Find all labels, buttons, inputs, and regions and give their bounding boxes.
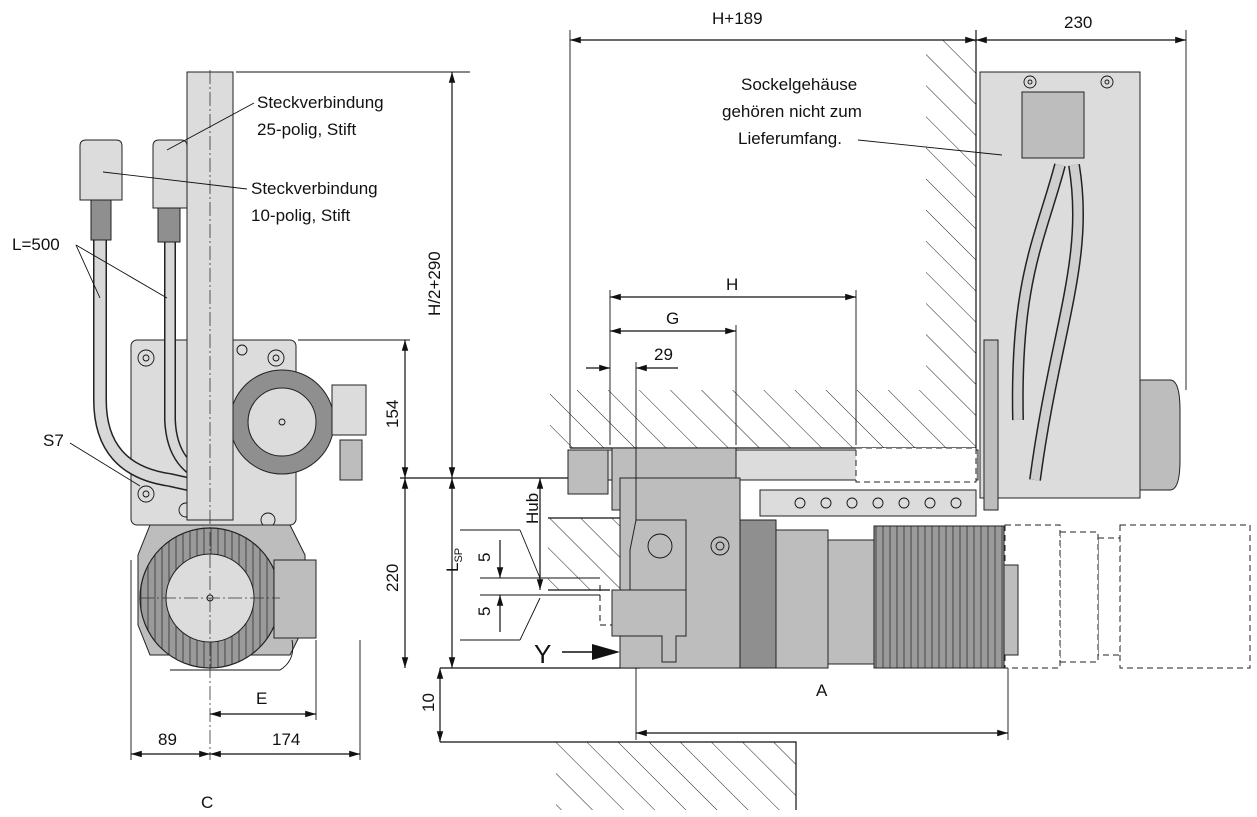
dim-h: H <box>726 275 738 294</box>
connector-10-pin <box>79 139 123 201</box>
connector-10-label-2: 10-polig, Stift <box>251 206 350 225</box>
note-line-3: Lieferumfang. <box>738 129 842 148</box>
wall-right <box>926 40 976 448</box>
dim-5-lower: 5 <box>475 607 494 616</box>
note-line-1: Sockelgehäuse <box>741 75 857 94</box>
dim-220: 220 <box>383 564 402 592</box>
cable-length-label: L=500 <box>12 235 60 254</box>
dim-e: E <box>256 689 267 708</box>
dim-230: 230 <box>1064 13 1092 32</box>
motor-extension-outline <box>1119 524 1251 669</box>
dim-174: 174 <box>272 730 300 749</box>
note-line-2: gehören nicht zum <box>722 102 862 121</box>
drive-motor <box>873 525 1005 669</box>
cable-chain <box>759 489 977 517</box>
slab-mid <box>548 518 622 590</box>
connector-10-label-1: Steckverbindung <box>251 179 378 198</box>
side-view-c <box>69 70 367 760</box>
dim-hub: Hub <box>523 493 542 524</box>
dim-g: G <box>666 309 679 328</box>
dim-5-upper: 5 <box>475 553 494 562</box>
connector-25-label-1: Steckverbindung <box>257 93 384 112</box>
dim-10: 10 <box>419 693 438 712</box>
dim-h-plus-189: H+189 <box>712 9 763 28</box>
floor <box>556 742 796 810</box>
connector-25-label-2: 25-polig, Stift <box>257 120 356 139</box>
terminal-box-upper <box>331 384 367 436</box>
view-c-label: C <box>201 793 213 812</box>
view-y-label: Y <box>534 639 551 669</box>
dim-89: 89 <box>158 730 177 749</box>
dim-a: A <box>816 681 828 700</box>
dim-154: 154 <box>383 400 402 428</box>
connector-25-pin <box>152 139 188 209</box>
terminal-box-lower <box>273 559 317 639</box>
dim-29: 29 <box>654 345 673 364</box>
dim-h-half-290: H/2+290 <box>425 251 444 316</box>
front-view <box>236 30 1251 810</box>
dim-lsp: LSP <box>443 548 465 572</box>
switch-label: S7 <box>43 431 64 450</box>
upper-slab <box>550 390 926 448</box>
